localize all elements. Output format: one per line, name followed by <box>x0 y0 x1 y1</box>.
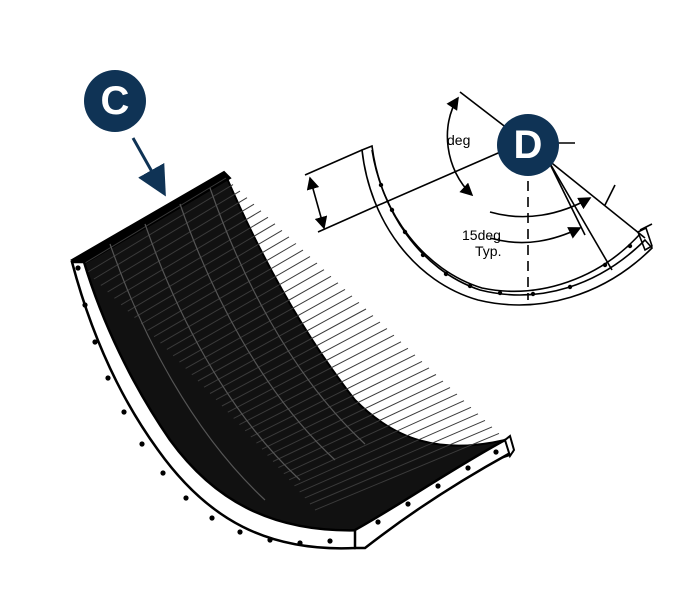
screen-slot-line <box>203 301 360 388</box>
screen-slot-line <box>221 321 381 407</box>
section-inner-arc <box>371 149 641 292</box>
screen-slot-line <box>160 256 311 344</box>
spacing-arc-2 <box>489 227 582 244</box>
screen-slot-line <box>304 419 486 499</box>
screen-slot-line <box>120 216 269 306</box>
screen-slot-line <box>288 400 465 481</box>
callout-c-arrow <box>131 137 166 197</box>
radial-line-2 <box>547 159 646 239</box>
screen-slot-line <box>179 275 332 363</box>
screen-slot-line <box>272 380 444 462</box>
screen-slot-line <box>86 184 234 273</box>
screen-slot-line <box>140 236 290 325</box>
screen-slot-line <box>244 347 409 432</box>
screen-slot-line <box>185 282 339 369</box>
screen-slot-line <box>197 295 353 382</box>
callout-c-label: C <box>100 78 130 123</box>
screen-slot-line <box>309 426 493 505</box>
screen-end-tab <box>503 434 516 459</box>
section-bolts <box>378 182 633 297</box>
screen-bolts <box>75 265 499 546</box>
tick-1 <box>604 184 616 206</box>
screen-slot-line <box>79 177 227 267</box>
screen-slot-line <box>278 387 451 469</box>
screen-slot-line <box>215 315 374 401</box>
dim-line <box>306 176 328 230</box>
screen-slot-line <box>233 334 395 419</box>
angle-label: deg <box>447 132 470 148</box>
screen-slot-line <box>147 243 297 331</box>
dim-ext-top <box>304 149 363 176</box>
callout-c-badge: C <box>84 70 146 132</box>
screen-slot-line <box>153 249 304 338</box>
screen-support-rods <box>109 187 366 501</box>
spacing-label: 15deg <box>462 227 501 243</box>
screen-slot-line <box>227 328 388 413</box>
screen-slot-line <box>283 393 458 475</box>
screen-slot-line <box>100 197 248 286</box>
screen-slot-line <box>294 406 472 487</box>
spacing-arc-1 <box>489 197 592 218</box>
screen-slot-line <box>250 354 416 438</box>
screen-slot-line <box>261 367 430 450</box>
screen-slot-line <box>127 223 276 312</box>
radial-line-3 <box>547 159 586 236</box>
tick-2 <box>639 223 653 231</box>
section-outer-arc <box>361 144 654 306</box>
curved-screen <box>70 170 516 550</box>
screen-slot-line <box>172 269 325 357</box>
radial-line-1 <box>547 159 613 271</box>
screen-slot-line <box>191 288 346 376</box>
screen-slot-line <box>114 210 262 299</box>
screen-slot-line <box>299 413 479 493</box>
callout-d-label: D <box>513 122 543 167</box>
dim-ext-bottom <box>317 207 373 233</box>
screen-slot-line <box>166 262 318 350</box>
screen-slot-line <box>107 203 255 293</box>
cross-section <box>304 91 654 306</box>
spacing-note: Typ. <box>475 243 501 259</box>
screen-slot-line <box>256 360 423 444</box>
screen-slot-line <box>314 432 500 511</box>
screen-slot-line <box>239 341 402 426</box>
screen-slots <box>79 177 500 511</box>
screen-slot-line <box>93 190 241 280</box>
screen-slot-line <box>267 374 437 456</box>
callout-d-badge: D <box>497 114 559 176</box>
section-diagonal <box>371 149 506 209</box>
angle-arc <box>446 96 474 197</box>
section-end-tab <box>636 226 653 252</box>
